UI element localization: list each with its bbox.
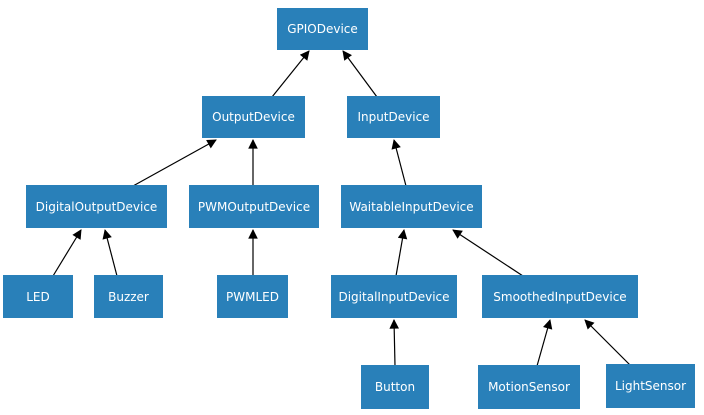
class-box-button: Button — [361, 365, 429, 409]
arrow-smoothedinputdevice-waitableinputdevice — [452, 229, 524, 277]
class-box-waitableinputdevice: WaitableInputDevice — [341, 185, 482, 228]
class-box-digitaloutputdevice: DigitalOutputDevice — [26, 185, 167, 228]
class-box-inputdevice: InputDevice — [347, 96, 440, 138]
class-box-pwmoutputdevice: PWMOutputDevice — [189, 185, 319, 228]
class-box-smoothedinputdevice: SmoothedInputDevice — [482, 275, 638, 318]
class-box-pwmled: PWMLED — [217, 275, 288, 318]
arrow-buzzer-digitaloutputdevice — [102, 229, 118, 277]
arrow-digitaloutputdevice-outputdevice — [132, 139, 217, 187]
class-box-buzzer: Buzzer — [94, 275, 163, 318]
class-box-digitalinputdevice: DigitalInputDevice — [331, 275, 457, 318]
arrow-outputdevice-gpiodevice — [271, 50, 310, 98]
arrow-led-digitaloutputdevice — [52, 229, 82, 277]
arrow-button-digitalinputdevice — [389, 319, 399, 367]
class-box-motionsensor: MotionSensor — [478, 365, 580, 409]
arrow-inputdevice-gpiodevice — [342, 50, 378, 98]
class-box-led: LED — [3, 275, 73, 318]
arrow-lightsensor-smoothedinputdevice — [584, 319, 631, 366]
arrow-waitableinputdevice-inputdevice — [391, 139, 407, 187]
arrow-motionsensor-smoothedinputdevice — [536, 319, 553, 367]
arrow-digitalinputdevice-waitableinputdevice — [395, 229, 408, 277]
class-box-lightsensor: LightSensor — [606, 364, 695, 408]
class-box-outputdevice: OutputDevice — [202, 96, 305, 138]
class-box-gpiodevice: GPIODevice — [277, 8, 368, 50]
